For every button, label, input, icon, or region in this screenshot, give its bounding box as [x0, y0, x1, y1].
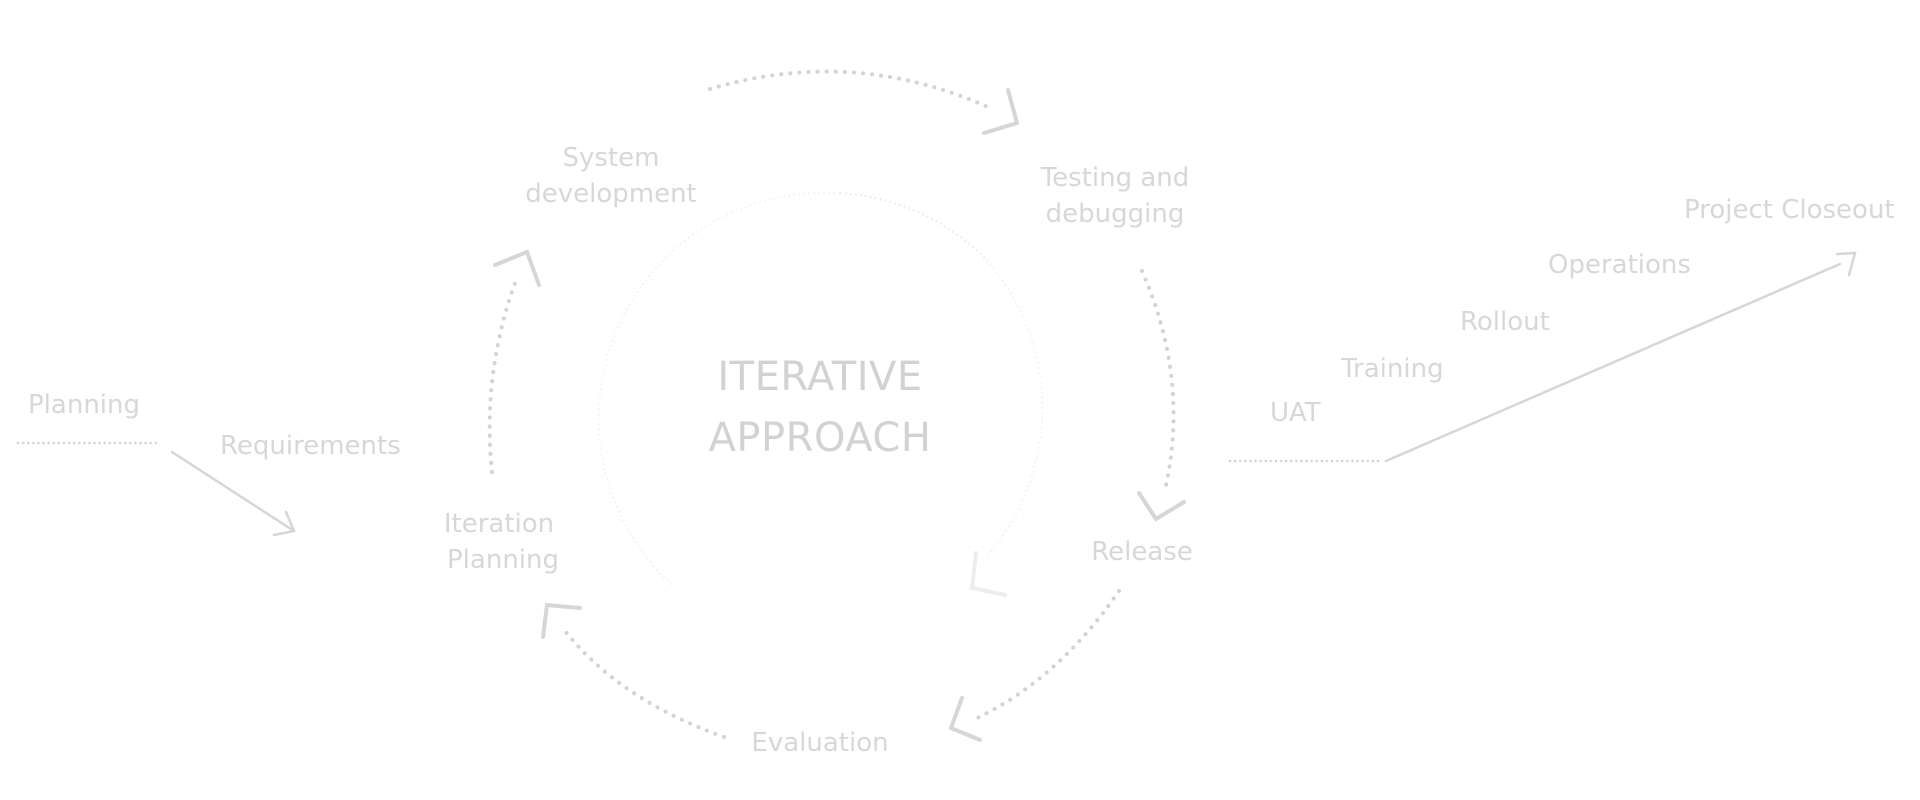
cycle-label-evaluation: Evaluation [751, 728, 888, 758]
cycle-label-system-development-1: System [563, 143, 660, 173]
post-cycle-arrowhead [1835, 251, 1857, 277]
cycle-label-iteration-planning-2: Planning [447, 545, 559, 575]
phase-label-project-closeout: Project Closeout [1684, 195, 1895, 225]
phase-label-planning: Planning [28, 390, 140, 420]
arc-release-to-evaluation [973, 589, 1121, 721]
phase-label-requirements: Requirements [220, 431, 401, 461]
arrowhead-system-to-testing [982, 88, 1020, 135]
post-cycle-arrow-line [1384, 262, 1842, 463]
arc-iteration-to-system [487, 281, 517, 474]
cycle-label-release: Release [1091, 537, 1193, 567]
arrowhead-release-to-evaluation [948, 696, 982, 742]
cycle-label-system-development-2: development [525, 179, 697, 209]
inner-circle-arrowhead [969, 551, 1007, 597]
phase-label-rollout: Rollout [1460, 307, 1550, 337]
arrowhead-testing-to-release [1137, 491, 1186, 522]
phase-label-training: Training [1340, 354, 1444, 384]
inner-circle-top-arc [839, 192, 988, 261]
cycle-label-iteration-planning-1: Iteration [444, 509, 554, 539]
inner-circle-right-arc [986, 259, 1044, 556]
cycle-label-testing-1: Testing and [1040, 163, 1190, 193]
phase-label-uat: UAT [1270, 398, 1321, 428]
requirements-arrowhead [272, 510, 296, 537]
arrowhead-iteration-to-system [493, 249, 541, 287]
arc-testing-to-release [1140, 269, 1176, 492]
arc-evaluation-to-iteration [563, 629, 726, 739]
cycle-label-testing-2: debugging [1046, 199, 1185, 229]
center-title-line-1: ITERATIVE [717, 354, 922, 400]
arc-system-to-testing [708, 69, 994, 111]
center-title-line-2: APPROACH [709, 415, 932, 461]
requirements-arrow-line [170, 450, 296, 533]
arrowhead-evaluation-to-iteration [541, 602, 582, 639]
inner-circle [597, 191, 1044, 597]
phase-label-operations: Operations [1548, 250, 1691, 280]
